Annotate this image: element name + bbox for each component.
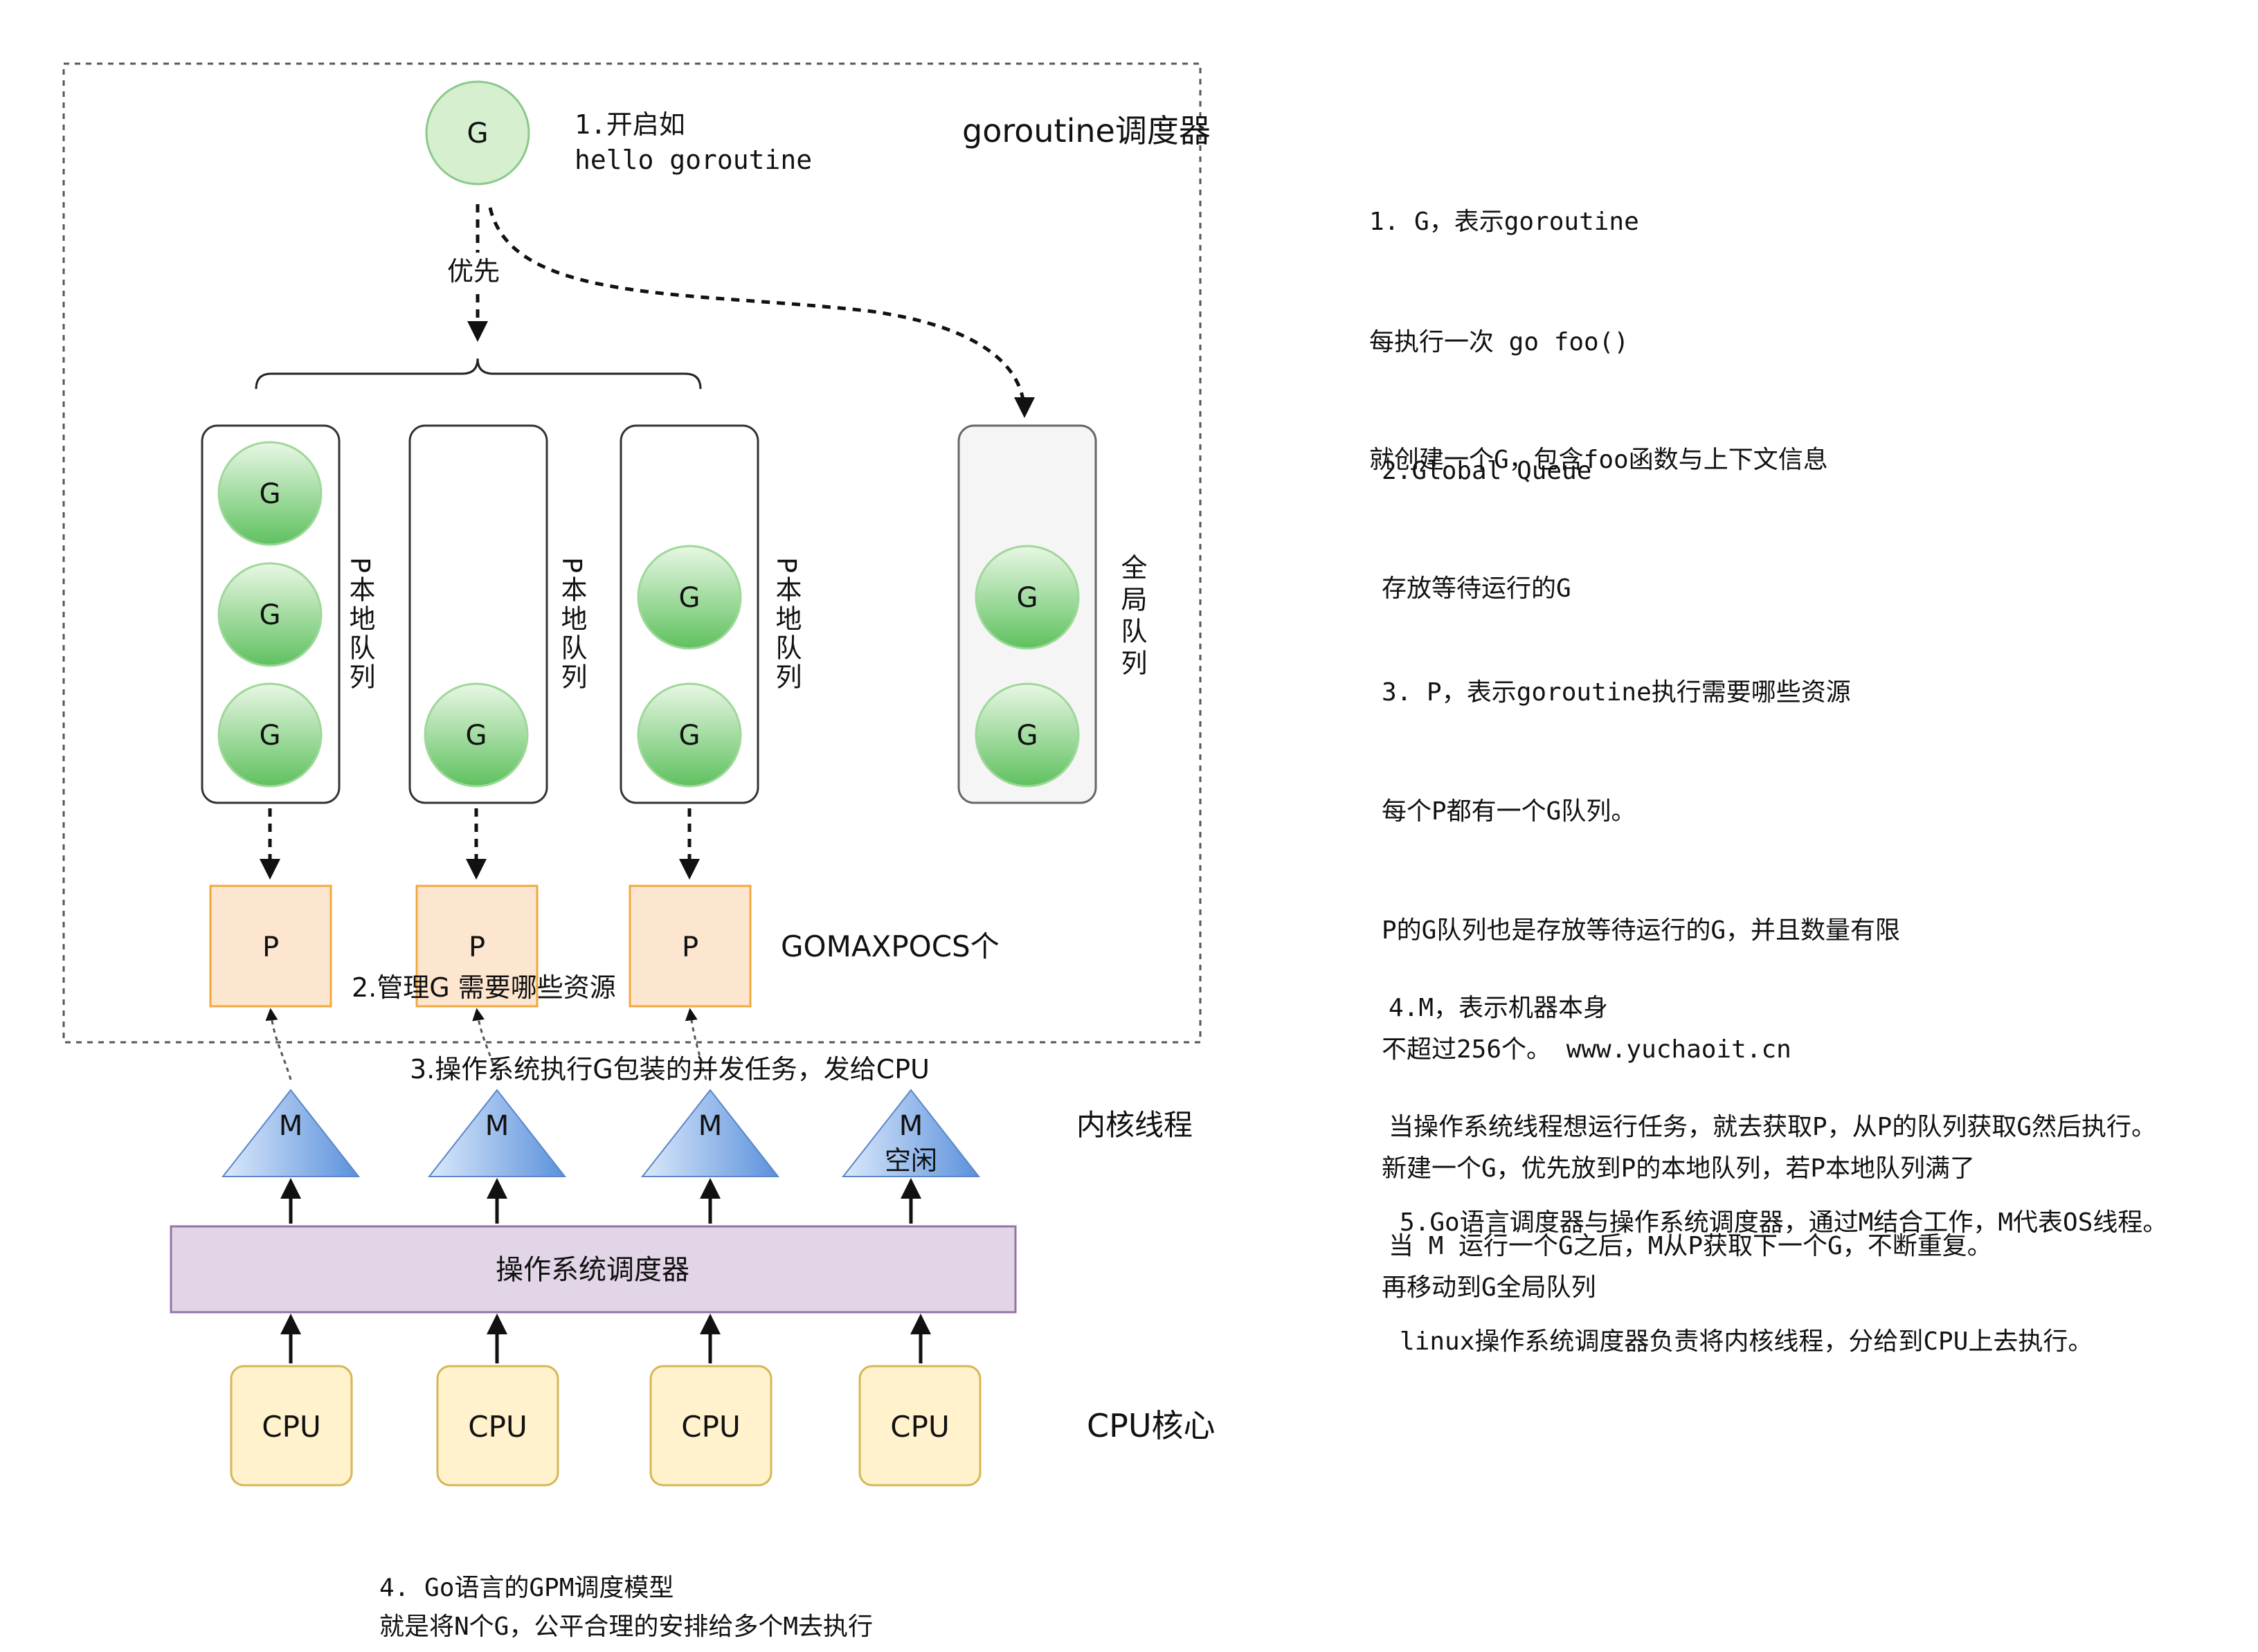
global-queue-goroutines: G G [975,545,1080,788]
note-line: 4.M，表示机器本身 [1389,994,1609,1022]
processor-count-label: GOMAXPOCS个 [781,929,1000,963]
note-line: 每执行一次 go foo() [1369,328,1629,356]
queued-goroutine [975,682,1080,788]
cpu-label: CPU [262,1410,320,1444]
note-line: P的G队列也是存放等待运行的G，并且数量有限 [1382,916,1901,945]
cpu-core [649,1365,773,1487]
goroutine-label: G [260,478,281,510]
m-to-p-arrow [472,1008,500,1080]
queued-goroutine [637,545,742,650]
processor-p [629,884,752,1008]
processor-p [209,884,332,1008]
note-line: 3. P，表示goroutine执行需要哪些资源 [1382,678,1851,707]
scheduler-frame [62,62,1202,1044]
local-queue-1-goroutines: G G G [217,441,323,788]
os-scheduler [170,1225,1017,1314]
queued-goroutine [217,441,323,546]
note-line: 当操作系统线程想运行任务，就去获取P，从P的队列获取G然后执行。 [1389,1113,2157,1141]
priority-label: 优先 [447,256,500,287]
os-execution-note: 3.操作系统执行G包装的并发任务，发给CPU [410,1054,930,1084]
machine-label: M [485,1110,509,1142]
local-queue-3-goroutines: G G [637,545,742,788]
note-line: 新建一个G，优先放到P的本地队列，若P本地队列满了 [1382,1154,1976,1183]
kernel-threads-label: 内核线程 [1076,1108,1193,1142]
bottom-note-line-1: 4. Go语言的GPM调度模型 [379,1574,674,1602]
cpu-core [436,1365,559,1487]
global-queue-arrow [488,207,1035,418]
m-to-p-arrow [685,1008,707,1080]
cpu-label: CPU [468,1410,527,1444]
note-line: 每个P都有一个G队列。 [1382,797,1636,826]
new-goroutine-text-2: hello goroutine [575,145,812,175]
note-line: 5.Go语言调度器与操作系统调度器，通过M结合工作，M代表OS线程。 [1400,1208,2168,1237]
local-queue-1-label: P本地队列 [345,557,375,692]
os-scheduler-label: 操作系统调度器 [496,1254,689,1286]
processor-label: P [469,932,485,963]
goroutine-label: G [1017,720,1038,752]
goroutine-label: G [260,720,281,752]
scheduler-title: goroutine调度器 [962,112,1211,149]
goroutine-label: G [1017,582,1038,614]
new-goroutine-text-1: 1.开启如 [575,109,685,140]
cpu-label: CPU [681,1410,740,1444]
note-os-scheduler: 5.Go语言调度器与操作系统调度器，通过M结合工作，M代表OS线程。 linux… [1400,1123,2167,1402]
note-processor: 3. P，表示goroutine执行需要哪些资源 每个P都有一个G队列。 P的G… [1382,592,1975,1348]
queued-goroutine [975,545,1080,650]
local-queue-2-label: P本地队列 [557,557,587,692]
note-line: 2.Global Queue [1382,457,1592,485]
note-line: 就创建一个G，包含foo函数与上下文信息 [1369,446,1828,474]
queued-goroutine [637,682,742,788]
note-line: 当 M 运行一个G之后，M从P获取下一个G，不断重复。 [1389,1232,1992,1260]
queued-goroutine [217,682,323,788]
note-machine: 4.M，表示机器本身 当操作系统线程想运行任务，就去获取P，从P的队列获取G然后… [1389,908,2156,1307]
processor-label: P [262,932,279,963]
bottom-note-line-2: 就是将N个G，公平合理的安排给多个M去执行 [379,1613,873,1641]
machine-label: M [279,1110,303,1142]
processor-label: P [682,932,698,963]
machine-thread [221,1089,361,1177]
queued-goroutine [217,562,323,667]
note-line: 1. G，表示goroutine [1369,208,1639,236]
cpu-cores-label: CPU核心 [1087,1407,1216,1444]
goroutine-label: G [260,599,281,631]
idle-machine-thread [841,1089,981,1177]
processor-p [415,884,539,1008]
goroutine-label: G [466,720,487,752]
goroutine-label: G [679,720,701,752]
machine-idle-label: 空闲 [885,1145,937,1176]
machine-thread [640,1089,780,1177]
queued-goroutine [424,682,529,788]
cpu-label: CPU [890,1410,949,1444]
note-line: 不超过256个。 www.yuchaoit.cn [1382,1035,1791,1064]
machine-thread [427,1089,567,1177]
note-line: 再移动到G全局队列 [1382,1273,1596,1302]
machine-label: M [698,1110,723,1142]
local-queue-3-label: P本地队列 [771,557,802,692]
new-goroutine [425,80,530,185]
note-goroutine: 1. G，表示goroutine 每执行一次 go foo() 就创建一个G，包… [1369,122,1828,520]
processor-note: 2.管理G 需要哪些资源 [352,972,616,1003]
local-queue-2-goroutines: G [424,682,529,788]
cpu-core [858,1365,982,1487]
global-queue-label: 全局队列 [1117,554,1147,681]
m-to-p-arrow [265,1008,292,1080]
cpu-core [230,1365,353,1487]
goroutine-label: G [679,582,701,614]
note-line: linux操作系统调度器负责将内核线程，分给到CPU上去执行。 [1400,1327,2093,1356]
note-global-queue: 2.Global Queue 存放等待运行的G [1382,371,1591,649]
machine-label: M [899,1110,923,1142]
local-queue-brace [255,358,702,390]
new-goroutine-label: G [467,118,489,149]
note-line: 存放等待运行的G [1382,574,1571,603]
